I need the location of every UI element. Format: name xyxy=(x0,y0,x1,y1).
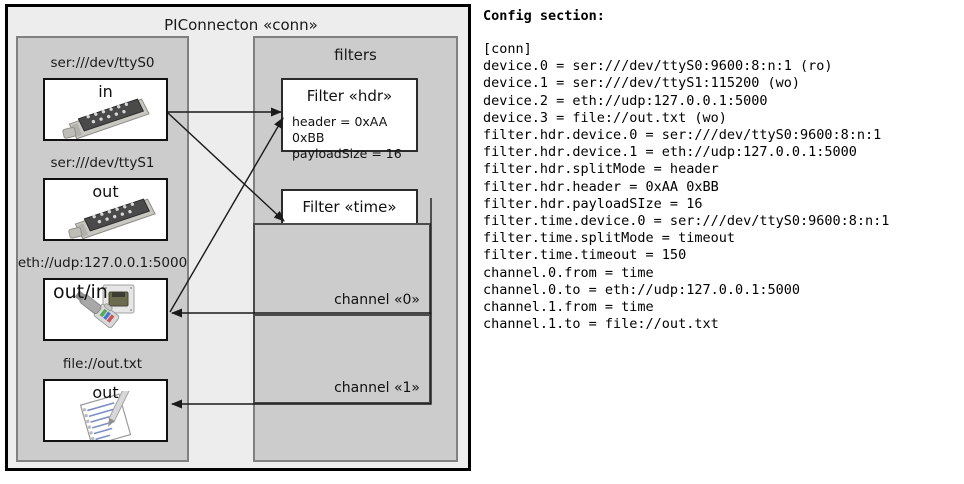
device-file-out-box[interactable]: out xyxy=(43,379,168,442)
filter-hdr-box[interactable]: Filter «hdr» header = 0xAA 0xBB payloadS… xyxy=(281,78,418,161)
device-file-out[interactable]: file://out.txt out xyxy=(16,356,189,448)
filter-hdr-title: Filter «hdr» xyxy=(306,87,393,105)
text-file-icon xyxy=(79,391,132,440)
config-lines[interactable]: [conn] device.0 = ser:///dev/ttyS0:9600:… xyxy=(483,41,890,333)
device-eth-udp-direction: out/in xyxy=(53,281,108,303)
filter-hdr-attr-header: header = 0xAA 0xBB xyxy=(292,114,388,145)
device-ttys1-label: ser:///dev/ttyS1 xyxy=(50,155,155,171)
filter-time-title: Filter «time» xyxy=(302,198,397,216)
filter-hdr-attrs: header = 0xAA 0xBB payloadSize = 16 xyxy=(292,114,416,162)
channel-1-box[interactable]: channel «1» xyxy=(253,314,431,404)
channel-0-label: channel «0» xyxy=(334,292,420,308)
device-file-out-direction: out xyxy=(92,383,119,402)
filters-group-title: filters xyxy=(334,46,377,64)
device-ttys0[interactable]: ser:///dev/ttyS0 in xyxy=(16,55,189,147)
device-ttys1[interactable]: ser:///dev/ttyS1 out xyxy=(16,155,189,247)
config-section: Config section: [conn] device.0 = ser://… xyxy=(483,8,958,333)
device-ttys0-direction: in xyxy=(98,82,113,101)
serial-connector-icon xyxy=(62,98,150,139)
serial-connector-icon xyxy=(68,198,156,239)
network-plug-icon xyxy=(74,284,135,329)
device-ttys0-box[interactable]: in xyxy=(43,78,168,141)
config-heading: Config section: xyxy=(483,8,605,24)
device-eth-udp[interactable]: eth://udp:127.0.0.1:5000 out/in xyxy=(16,255,189,347)
channel-0-box[interactable]: channel «0» xyxy=(253,223,431,316)
filter-hdr-attr-payloadsize: payloadSize = 16 xyxy=(292,146,402,161)
device-eth-udp-label: eth://udp:127.0.0.1:5000 xyxy=(17,255,188,271)
channel-1-label: channel «1» xyxy=(334,380,420,396)
device-file-out-label: file://out.txt xyxy=(62,356,143,372)
device-eth-udp-box[interactable]: out/in xyxy=(43,278,168,341)
device-ttys1-box[interactable]: out xyxy=(43,178,168,241)
device-ttys1-direction: out xyxy=(92,182,119,201)
device-ttys0-label: ser:///dev/ttyS0 xyxy=(50,55,155,71)
component-title: PIConnecton «conn» xyxy=(164,16,318,34)
